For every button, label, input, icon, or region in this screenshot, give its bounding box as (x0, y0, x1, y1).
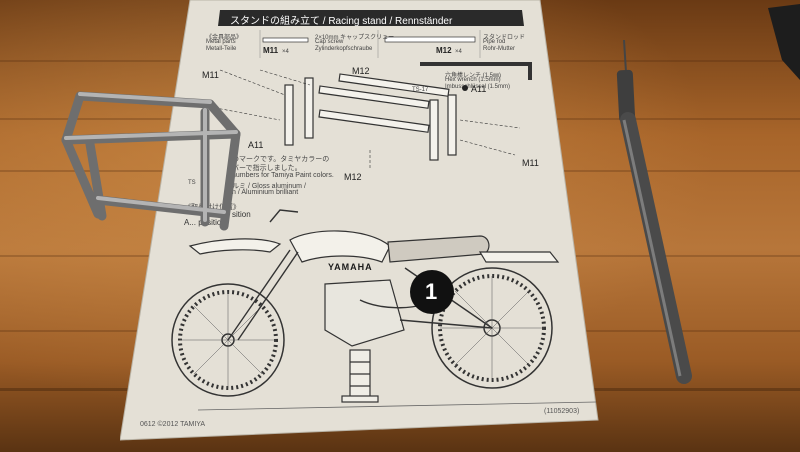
a11-callout-right: A11 (471, 84, 487, 94)
paint-note-line-2: バーで指示しました。 (232, 165, 302, 172)
part-drawings (259, 30, 532, 80)
hex-wrench-label-de: Imbusschlüssel (1.5mm) (445, 84, 511, 90)
copyright-notice: 0612 ©2012 TAMIYA (140, 421, 206, 428)
pipe-rod-label-de: Rohr-Mutter (483, 46, 516, 52)
pipe-rod-label-en: Pipe rod (483, 39, 506, 45)
document-code: (11052903) (544, 408, 580, 415)
a11-callout-left: A11 (248, 140, 264, 150)
hex-wrench-label-en: Hex wrench (1.5mm) (445, 77, 501, 83)
paint-color-line-1: ルミ / Gloss aluminum / (232, 183, 306, 190)
paint-color-line-2: n / Aluminium brilliant (232, 189, 299, 196)
m11-part-count: ×4 (282, 49, 289, 55)
tank-brand-logo: YAMAHA (328, 262, 373, 272)
m12-callout-top: M12 (352, 66, 370, 76)
cap-screw-label-de: Zylinderkopfschraube (315, 46, 373, 52)
m11-part-code: M11 (263, 46, 279, 55)
metal-parts-label-en: Metal parts (206, 39, 236, 45)
m12-part-code: M12 (436, 46, 452, 55)
paint-note-line-3: numbers for Tamiya Paint colors. (232, 172, 334, 179)
hex-wrench-label-jp: 六角棒レンチ (1.5㎜) (445, 73, 502, 79)
ts-tag: TS (188, 180, 196, 186)
ts17-label: TS-17 (412, 87, 429, 93)
paint-note-line-1: のマークです。タミヤカラーの (232, 156, 330, 163)
m11-callout-right: M11 (522, 158, 539, 168)
position-note-en: sition (232, 210, 251, 219)
motorcycle-illustration (171, 209, 560, 403)
instruction-sheet: スタンドの組み立て / Racing stand / Rennständer 《… (120, 0, 600, 452)
cap-screw-label-en: Cap screw (315, 39, 344, 45)
pipe-rod-label-jp: スタンドロッド (483, 35, 526, 41)
cap-screw-label-jp: 2×10mm キャップスクリュー (315, 35, 395, 41)
metal-parts-label-jp: 《金具部品》 (206, 35, 243, 41)
m12-part-count: ×4 (455, 49, 462, 55)
stand-exploded-diagram (199, 69, 521, 168)
m11-callout-left: M11 (202, 70, 219, 80)
metal-parts-label-de: Metall-Teile (206, 46, 237, 52)
race-number: 1 (425, 279, 438, 304)
m12-callout-bottom: M12 (344, 172, 362, 182)
position-note-jp: 《取り付け位置》 (184, 204, 240, 211)
page-title: スタンドの組み立て / Racing stand / Rennständer (230, 16, 453, 27)
